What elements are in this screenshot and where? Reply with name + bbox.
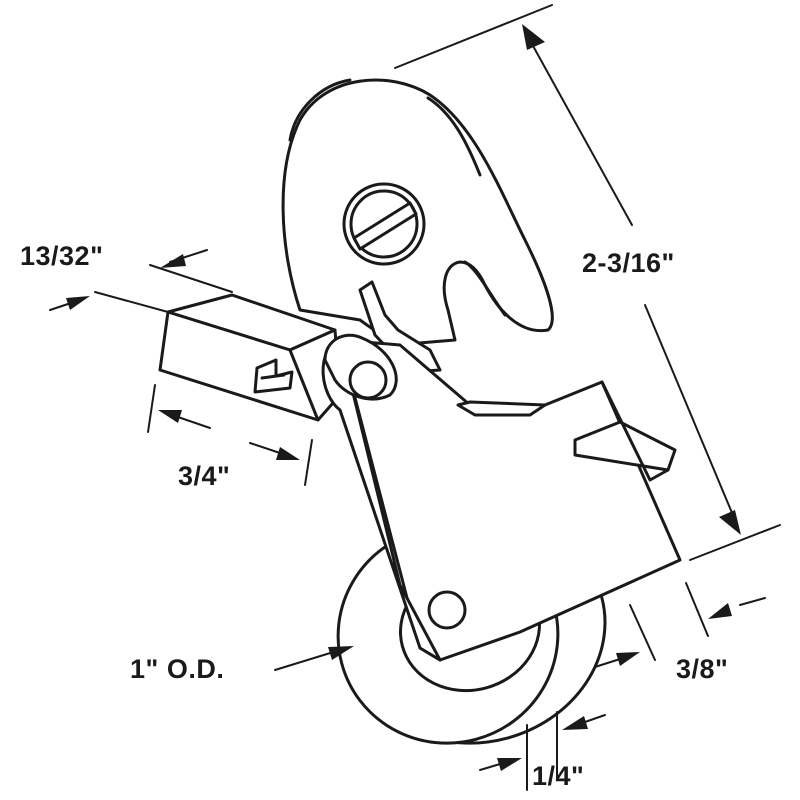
dim-length (147, 384, 313, 486)
width-dimension-label: 13/32" (20, 241, 104, 271)
dim-height (394, 4, 781, 561)
offset-dimension-label: 3/8" (676, 654, 729, 684)
housing (321, 333, 682, 662)
dim-wheel-od (274, 646, 354, 671)
dim-tire-width (479, 711, 606, 791)
wheel-od-dimension-label: 1" O.D. (130, 654, 225, 684)
tire-width-dimension-label: 1/4" (532, 761, 585, 791)
dim-offset (594, 582, 766, 668)
dim-width (49, 249, 233, 313)
length-dimension-label: 3/4" (178, 461, 231, 491)
adjustment-screw (342, 182, 426, 266)
slide-block (158, 293, 342, 422)
height-dimension-label: 2-3/16" (582, 248, 675, 278)
